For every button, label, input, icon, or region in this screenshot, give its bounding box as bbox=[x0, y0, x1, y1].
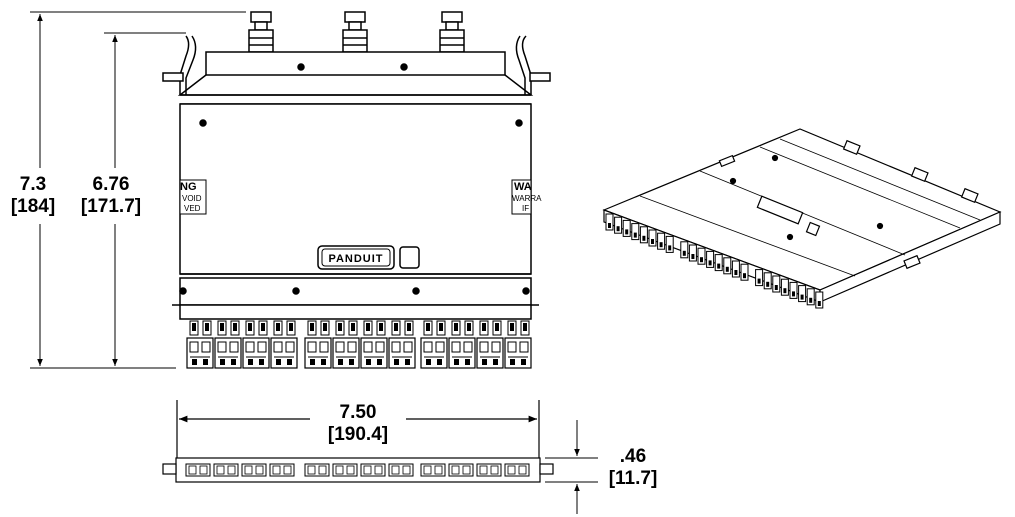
lc-latch-mark bbox=[276, 323, 280, 331]
lc-latch-mark bbox=[289, 323, 293, 331]
lc-latch-mark bbox=[510, 323, 514, 331]
lc-duplex-side bbox=[505, 464, 529, 476]
lc-latch-mark bbox=[205, 323, 209, 331]
lc-duplex-connector bbox=[271, 338, 297, 368]
lc-duplex-side bbox=[333, 464, 357, 476]
lc-duplex-side bbox=[305, 464, 329, 476]
iso-lc-ferrule bbox=[625, 229, 628, 234]
iso-lc-ferrule bbox=[792, 291, 795, 296]
iso-lc-ferrule bbox=[809, 298, 812, 303]
warning-left-line3: VED bbox=[184, 204, 201, 213]
lc-latch-mark bbox=[261, 323, 265, 331]
lc-duplex-side bbox=[361, 464, 385, 476]
iso-lc-ferrule bbox=[818, 301, 821, 306]
brand-logo: PANDUIT bbox=[328, 253, 383, 265]
lc-latch-mark bbox=[323, 323, 327, 331]
lc-duplex-connector bbox=[187, 338, 213, 368]
warning-left-line1: NG bbox=[180, 181, 197, 193]
iso-lc-ferrule bbox=[634, 233, 637, 238]
mtp-connector-left bbox=[249, 12, 273, 52]
lc-latch-mark bbox=[467, 323, 471, 331]
warning-right-line1: WA bbox=[514, 181, 532, 193]
lc-duplex-side bbox=[421, 464, 445, 476]
warning-right-line3: IF bbox=[522, 204, 529, 213]
iso-lc-ferrule bbox=[683, 251, 686, 256]
lc-duplex-connector bbox=[477, 338, 503, 368]
lc-latch-mark bbox=[394, 323, 398, 331]
mtp-connector-right bbox=[440, 12, 464, 52]
iso-lc-ferrule bbox=[775, 285, 778, 290]
lc-connector-bank-side bbox=[186, 464, 529, 476]
lc-duplex-side bbox=[186, 464, 210, 476]
lc-duplex-connector bbox=[333, 338, 359, 368]
lc-latch-mark bbox=[192, 323, 196, 331]
warning-right-line2: WARRA bbox=[512, 194, 542, 203]
iso-lc-ferrule bbox=[617, 226, 620, 231]
iso-lc-ferrule bbox=[700, 257, 703, 262]
lc-latch-mark bbox=[366, 323, 370, 331]
lc-latch-mark bbox=[351, 323, 355, 331]
lc-duplex-connector bbox=[389, 338, 415, 368]
mtp-connector-center bbox=[343, 12, 367, 52]
warning-left-line2: VOID bbox=[182, 194, 202, 203]
lc-duplex-side bbox=[449, 464, 473, 476]
front-view bbox=[163, 12, 550, 319]
iso-lc-ferrule bbox=[642, 236, 645, 241]
lc-latch-mark bbox=[220, 323, 224, 331]
iso-lc-ferrule bbox=[660, 242, 663, 247]
lc-latch-mark bbox=[310, 323, 314, 331]
lc-duplex-connector bbox=[243, 338, 269, 368]
lc-duplex-connector bbox=[215, 338, 241, 368]
lc-connector-bank bbox=[187, 321, 531, 368]
lc-duplex-connector bbox=[449, 338, 475, 368]
iso-lc-ferrule bbox=[726, 267, 729, 272]
lc-latch-mark bbox=[454, 323, 458, 331]
lc-duplex-connector bbox=[305, 338, 331, 368]
iso-lc-ferrule bbox=[717, 264, 720, 269]
lc-latch-mark bbox=[523, 323, 527, 331]
lc-latch-mark bbox=[379, 323, 383, 331]
iso-lc-ferrule bbox=[691, 254, 694, 259]
iso-lc-ferrule bbox=[668, 245, 671, 250]
lc-latch-mark bbox=[338, 323, 342, 331]
lc-duplex-side bbox=[270, 464, 294, 476]
lc-duplex-connector bbox=[421, 338, 447, 368]
lc-duplex-side bbox=[242, 464, 266, 476]
lc-latch-mark bbox=[426, 323, 430, 331]
lc-latch-mark bbox=[439, 323, 443, 331]
iso-lc-ferrule bbox=[766, 282, 769, 287]
lc-latch-mark bbox=[482, 323, 486, 331]
iso-lc-ferrule bbox=[801, 295, 804, 300]
lc-duplex-connector bbox=[361, 338, 387, 368]
iso-lc-ferrule bbox=[651, 239, 654, 244]
isometric-view bbox=[604, 129, 1000, 302]
lc-duplex-side bbox=[477, 464, 501, 476]
iso-lc-ferrule bbox=[608, 223, 611, 228]
iso-lc-ferrule bbox=[743, 273, 746, 278]
iso-lc-ferrule bbox=[758, 279, 761, 284]
lc-duplex-side bbox=[389, 464, 413, 476]
lc-duplex-side bbox=[214, 464, 238, 476]
lc-latch-mark bbox=[248, 323, 252, 331]
iso-lc-ferrule bbox=[709, 260, 712, 265]
iso-lc-ferrule bbox=[734, 270, 737, 275]
iso-lc-ferrule bbox=[783, 288, 786, 293]
lc-latch-mark bbox=[233, 323, 237, 331]
lc-latch-mark bbox=[495, 323, 499, 331]
lc-latch-mark bbox=[407, 323, 411, 331]
lc-duplex-connector bbox=[505, 338, 531, 368]
